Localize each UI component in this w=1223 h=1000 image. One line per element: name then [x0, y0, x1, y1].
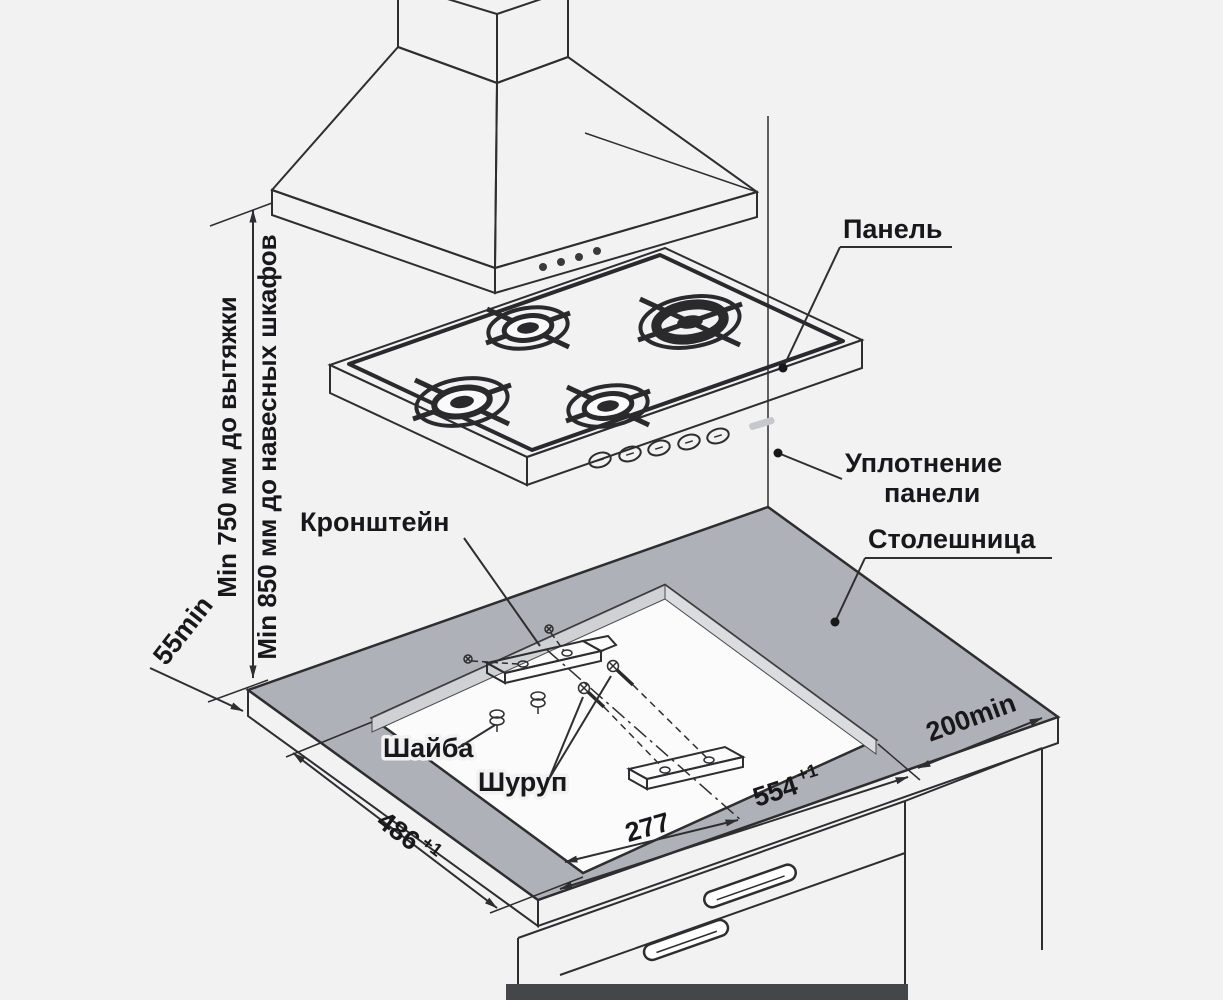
panel-leader-dot: [778, 363, 788, 373]
brand-mark: [749, 417, 775, 430]
burner-cap: [450, 395, 474, 409]
panel-seal-leader-dot: [773, 448, 783, 458]
extension-line-bottom: [207, 679, 269, 703]
burner-front-right: [565, 383, 651, 429]
burner-cap: [677, 315, 703, 329]
extension-line-top: [209, 202, 273, 227]
countertop-leader-dot: [830, 617, 840, 627]
range-hood: [270, 0, 760, 295]
washer-leader-line: [457, 724, 496, 749]
burner-double-ring: [651, 299, 729, 345]
rear-edge-min-dimension-line: [917, 717, 1043, 769]
burner-front-left: [412, 376, 512, 428]
panel-seal-label-line2: панели: [884, 478, 980, 508]
countertop-label: Столешница: [868, 524, 1036, 554]
bracket-flange: [486, 661, 506, 685]
burner-well: [638, 294, 742, 350]
panel-seal-leader-line: [777, 452, 843, 480]
hood-button-icon: [539, 263, 547, 271]
front-edge-min-arrow: [149, 667, 244, 712]
hood-button-icon: [575, 253, 583, 261]
burner-back-right: [637, 294, 743, 350]
bracket-tab: [580, 634, 618, 653]
hood-control-buttons: [539, 247, 601, 271]
handle-detail: [656, 930, 718, 954]
screw-small-1: [463, 654, 519, 665]
drawer-handle-bottom: [642, 918, 730, 962]
hood-button-icon: [557, 258, 565, 266]
upper-cabinet-clearance-label: Min 850 мм до навесных шкафов: [252, 234, 282, 659]
bracket-hole: [517, 660, 529, 668]
panel-seal-label-line1: Уплотнение: [845, 448, 1002, 478]
hood-rim-back-edge: [584, 132, 758, 193]
cutout-inner-wall-right: [664, 584, 877, 755]
washer-2: [530, 691, 546, 714]
screw-guide-line: [550, 632, 565, 652]
burner-back-left: [485, 305, 571, 351]
burner-cap: [517, 322, 539, 334]
knob-icon: [618, 445, 642, 463]
bracket-hole: [659, 766, 671, 774]
washer-label: Шайба: [383, 733, 474, 763]
knob-slot: [625, 452, 635, 456]
hob-knobs: [588, 417, 775, 469]
knob-icon: [706, 427, 730, 445]
bracket-hole: [561, 649, 573, 657]
knob-icon: [647, 439, 671, 457]
screw-leader-line-2: [548, 675, 612, 780]
mounting-bracket-1: [484, 634, 618, 685]
knob-slot: [713, 434, 723, 438]
hood-rim-right: [494, 190, 758, 295]
knob-slot: [595, 458, 605, 462]
washer-1: [489, 709, 505, 732]
burner-well: [486, 305, 570, 351]
bracket-label: Кронштейн: [300, 507, 449, 537]
extension-line: [285, 721, 373, 758]
screw-guide-line: [632, 684, 708, 759]
screw-guide-line: [471, 660, 519, 665]
burner-well: [414, 376, 510, 428]
knob-icon: [588, 451, 612, 469]
panel-label: Панель: [843, 214, 943, 244]
screw-b: [606, 659, 708, 759]
burner-cap: [597, 400, 619, 412]
hob-panel: [327, 246, 865, 487]
knob-icon: [677, 433, 701, 451]
hood-clearance-label: Min 750 мм до вытяжки: [212, 296, 242, 597]
bracket-hole: [703, 756, 715, 764]
screw-leader-line-1: [548, 696, 584, 780]
cutout-hardware: [463, 624, 746, 822]
bracket-leader-line: [463, 537, 541, 647]
panel-leader-line: [782, 246, 841, 369]
extension-line: [877, 743, 921, 781]
cutout-depth-dimension-line: [292, 752, 498, 909]
burner-well: [566, 383, 650, 429]
knob-slot: [684, 440, 694, 444]
callout-labels: Панель Уплотнение панели Столешница Крон…: [300, 214, 1052, 801]
grate-frame: [347, 253, 845, 452]
hood-button-icon: [593, 247, 601, 255]
knob-slot: [654, 446, 664, 450]
bracket-offset-dimension-line: [564, 819, 739, 863]
cabinet-plinth: [506, 984, 908, 1000]
screw-small-2: [544, 624, 565, 652]
clearance-dimension: Min 750 мм до вытяжки Min 850 мм до наве…: [207, 202, 282, 703]
screw-guide-line: [603, 706, 664, 769]
countertop-leader-line: [834, 557, 866, 623]
